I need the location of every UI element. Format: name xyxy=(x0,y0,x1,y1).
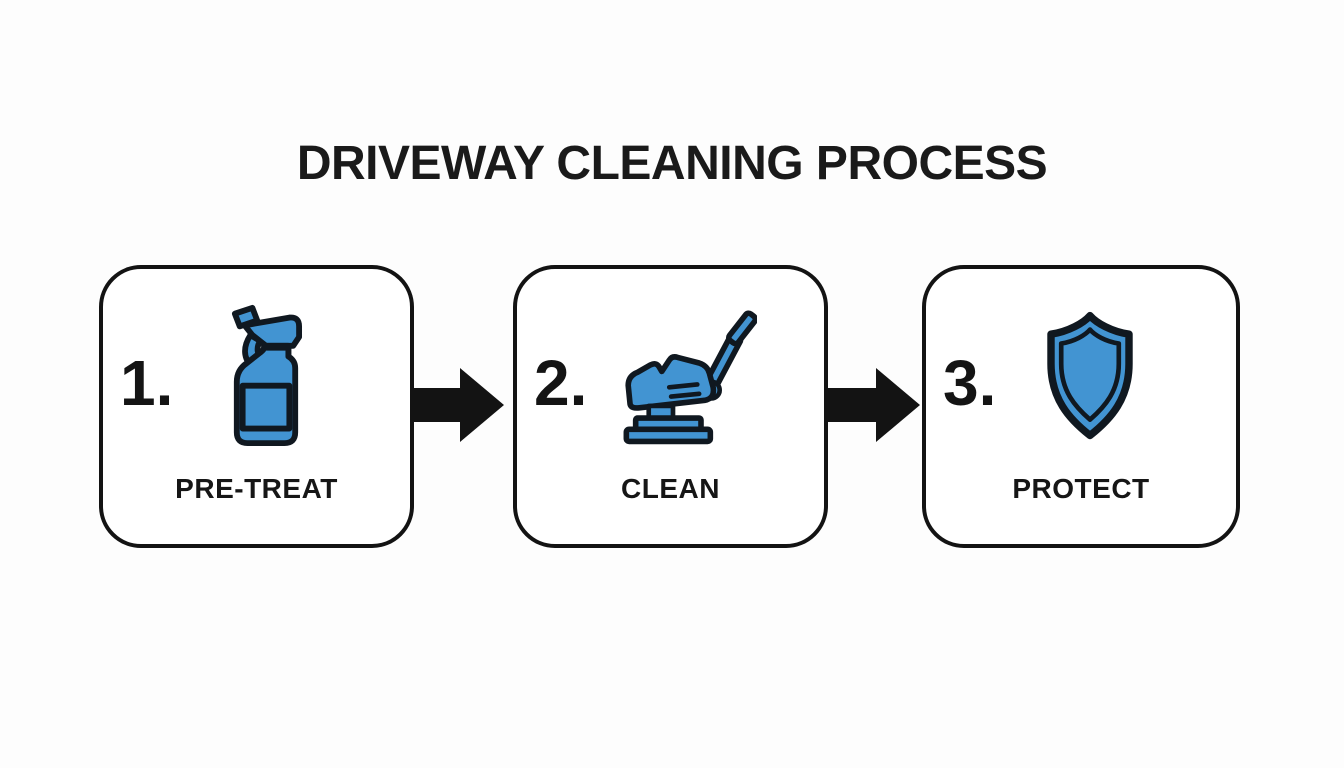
step-number: 1. xyxy=(120,347,174,419)
step-number: 2. xyxy=(534,347,588,419)
shield-icon xyxy=(1038,311,1142,446)
step-number: 3. xyxy=(943,347,997,419)
surface-cleaner-icon xyxy=(617,307,759,452)
step-box-protect: 3. PROTECT xyxy=(922,265,1240,548)
step-label: PROTECT xyxy=(1012,473,1150,504)
page-title: DRIVEWAY CLEANING PROCESS xyxy=(296,137,1048,190)
spray-bottle-icon xyxy=(227,302,305,453)
arrow-right-icon xyxy=(412,368,504,447)
step-label: CLEAN xyxy=(621,473,720,504)
step-box-pre-treat: 1. PRE-TREAT xyxy=(99,265,414,548)
step-box-clean: 2. CLEAN xyxy=(513,265,828,548)
arrow-right-icon xyxy=(828,368,920,447)
step-label: PRE-TREAT xyxy=(175,473,338,504)
